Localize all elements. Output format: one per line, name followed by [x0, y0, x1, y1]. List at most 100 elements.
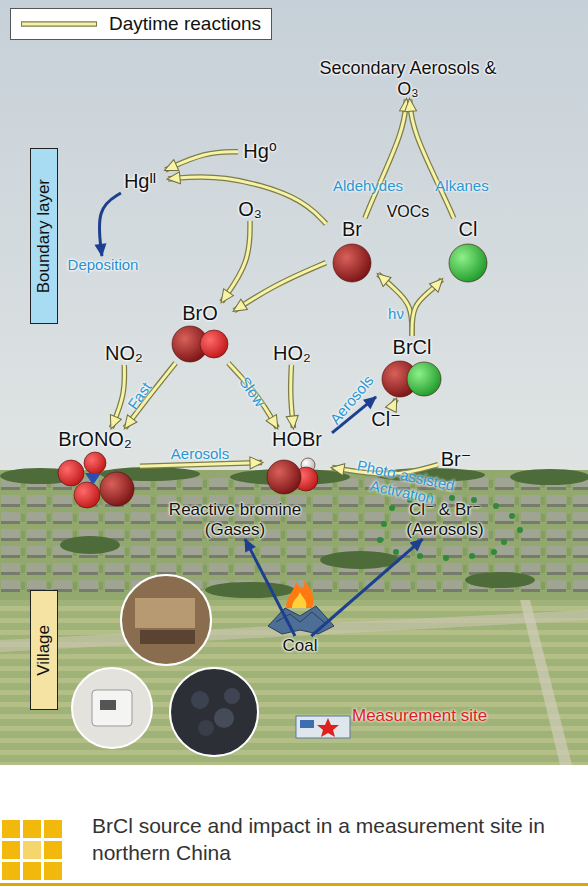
oxygen-atom — [58, 460, 84, 486]
measurement-site-building — [296, 716, 350, 738]
reaction-arrow — [222, 221, 250, 302]
tree-line — [60, 536, 120, 554]
reaction-arrow — [412, 279, 442, 336]
molecule-node: BrCl — [376, 336, 448, 399]
node-text: Cl⁻ — [368, 408, 404, 431]
arrow-body — [410, 99, 454, 218]
molecule-node: BrONO₂ — [50, 428, 140, 507]
caption-grid-icon — [23, 841, 41, 859]
arrow-outline — [412, 279, 442, 336]
node-text: BrO — [166, 302, 234, 325]
molecule-shape — [264, 451, 330, 495]
aerosol-dots — [469, 553, 475, 559]
photo-insets — [191, 691, 209, 709]
aerosol-dots — [493, 503, 499, 509]
arrow-body — [99, 193, 120, 256]
species-label: Hgᴵᴵ — [112, 170, 168, 193]
species-label: Reactive bromine (Gases) — [160, 500, 310, 539]
aerosol-dots — [417, 553, 423, 559]
legend-line-sample — [19, 17, 99, 31]
tree-line — [205, 582, 295, 598]
arrow-body — [165, 152, 238, 170]
arrow-outline — [165, 152, 238, 170]
village-ground — [520, 600, 572, 765]
arrow-body — [228, 363, 277, 428]
nitrogen-atom — [85, 473, 101, 485]
node-text: Coal — [276, 636, 324, 656]
arrow-outline — [140, 463, 262, 467]
reaction-arrow — [168, 177, 326, 224]
molecule-shape — [377, 359, 447, 399]
reaction-arrow — [111, 365, 124, 428]
molecule-shape — [55, 451, 135, 507]
node-text: Cl — [442, 218, 494, 241]
caption-grid-icon — [2, 862, 20, 880]
reaction-arrow — [165, 152, 238, 170]
photo-insets — [72, 575, 258, 756]
molecule-node: BrO — [166, 302, 234, 363]
arrow-outline — [365, 99, 406, 218]
edge-label: Aldehydes — [333, 178, 403, 195]
caption-panel — [0, 765, 588, 890]
tree-line — [320, 551, 400, 569]
aerosol-dots — [393, 549, 399, 555]
molecule-node: Cl — [442, 218, 494, 285]
node-text: Deposition — [58, 256, 148, 273]
caption-grid-icon — [2, 820, 20, 838]
legend-text: Daytime reactions — [109, 13, 261, 35]
arrow-body — [234, 263, 326, 311]
legend-line-outline — [21, 21, 97, 27]
species-label: NO₂ — [100, 342, 148, 365]
reaction-arrow — [410, 99, 454, 218]
edge-label: hν — [388, 306, 404, 323]
species-label: Br⁻ — [438, 448, 474, 471]
transport-arrow — [245, 539, 295, 636]
caption-grid-icon — [23, 820, 41, 838]
measurement-site-building — [300, 720, 314, 728]
village-ground — [0, 478, 588, 596]
band-label-box: Village — [30, 590, 58, 710]
arrow-outline — [291, 365, 294, 428]
band-label-box: Boundary layer — [30, 148, 58, 324]
arrow-body — [392, 399, 397, 408]
node-text: Boundary layer — [34, 179, 54, 293]
species-label: Cl⁻ & Br⁻ (Aerosols) — [385, 500, 505, 539]
caption-grid-icon — [23, 862, 41, 880]
aerosol-dots — [377, 537, 383, 543]
aerosol-dots — [501, 539, 507, 545]
arrow-body — [125, 363, 176, 428]
edge-label: Aerosols — [327, 372, 377, 427]
bromine-atom — [100, 472, 134, 506]
species-label: Hg⁰ — [238, 140, 282, 163]
caption-grid-icon — [44, 862, 62, 880]
aerosol-dots — [389, 505, 395, 511]
aerosol-dots — [443, 555, 449, 561]
edge-label: Slow — [236, 374, 268, 410]
reaction-arrow — [125, 363, 176, 428]
arrow-outline — [125, 363, 176, 428]
photo-insets — [214, 708, 234, 728]
legend-item: Daytime reactions — [11, 13, 261, 35]
node-text: Reactive bromine (Gases) — [160, 500, 310, 539]
coal-fire-icon — [286, 580, 314, 608]
node-text: Br — [326, 218, 378, 241]
photo-insets — [100, 700, 116, 710]
aerosol-dots — [381, 521, 387, 527]
node-text: BrONO₂ — [50, 428, 140, 451]
arrow-body — [245, 539, 295, 636]
connector-group — [99, 99, 453, 636]
node-text: HOBr — [262, 428, 332, 451]
arrow-body — [111, 365, 124, 428]
photo-insets — [72, 668, 152, 748]
village-ground — [0, 600, 588, 765]
photo-insets — [170, 668, 258, 756]
site-label: Measurement site — [352, 706, 487, 726]
oxygen-atom — [200, 330, 228, 358]
village-ground — [0, 470, 588, 765]
arrow-body — [378, 274, 412, 336]
legend-box: Daytime reactions — [10, 8, 272, 40]
chlorine-atom — [407, 362, 441, 396]
